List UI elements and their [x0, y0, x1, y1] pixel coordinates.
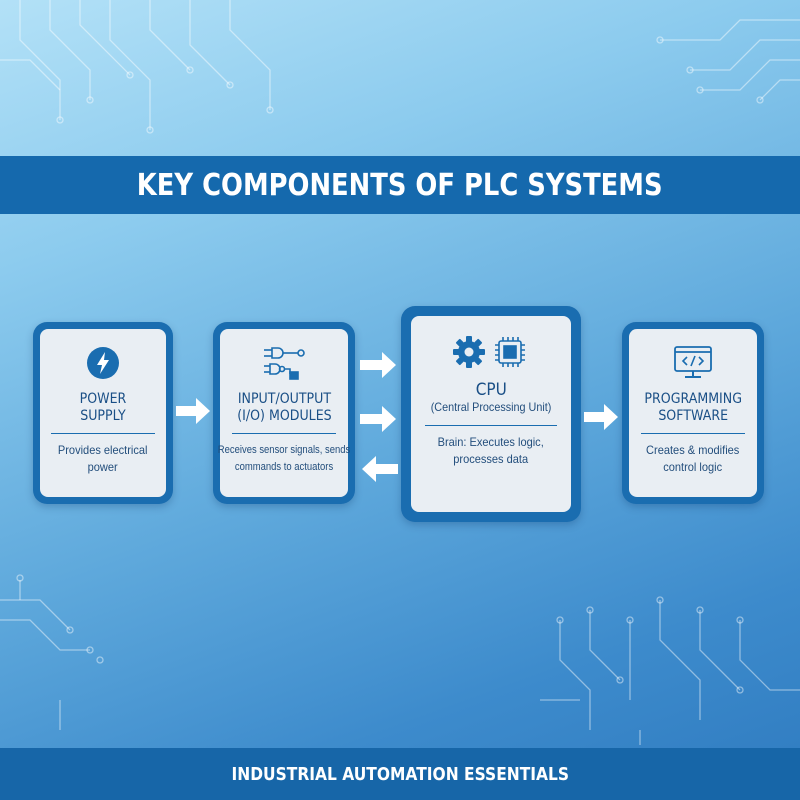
io-modules-card: INPUT/OUTPUT (I/O) MODULES Receives sens…: [213, 322, 355, 504]
io-modules-heading: INPUT/OUTPUT (I/O) MODULES: [237, 391, 331, 425]
title-banner: KEY COMPONENTS OF PLC SYSTEMS: [0, 156, 800, 214]
lightning-bolt-icon: [86, 345, 120, 381]
description-line: Provides electrical: [58, 443, 148, 457]
power-supply-heading: POWER SUPPLY: [80, 391, 127, 425]
arrow-right-icon: [360, 406, 396, 432]
power-supply-description: Provides electrical power: [55, 442, 152, 476]
circuit-traces-bottom-left: [0, 574, 104, 730]
cpu-description: Brain: Executes logic, processes data: [434, 434, 548, 468]
description-line: Receives sensor signals, sends: [217, 444, 351, 456]
cpu-card-body: CPU (Central Processing Unit) Brain: Exe…: [411, 316, 571, 512]
heading-line: POWER: [79, 391, 127, 407]
programming-software-card-body: PROGRAMMING SOFTWARE Creates & modifies …: [629, 329, 757, 497]
description-line: Creates & modifies: [646, 443, 740, 457]
arrow-left-icon: [362, 456, 398, 482]
heading-line: SOFTWARE: [658, 408, 728, 424]
cpu-heading: CPU: [475, 380, 507, 400]
monitor-code-icon: [672, 345, 714, 381]
page-title: KEY COMPONENTS OF PLC SYSTEMS: [137, 167, 663, 203]
programming-software-description: Creates & modifies control logic: [643, 442, 744, 476]
programming-software-card: PROGRAMMING SOFTWARE Creates & modifies …: [622, 322, 764, 504]
circuit-traces-top-left: [0, 0, 274, 134]
power-supply-card: POWER SUPPLY Provides electrical power: [33, 322, 173, 504]
arrow-right-icon: [584, 404, 618, 430]
description-line: processes data: [453, 452, 529, 466]
heading-line: SUPPLY: [80, 408, 126, 424]
io-modules-card-body: INPUT/OUTPUT (I/O) MODULES Receives sens…: [218, 329, 351, 497]
circuit-traces-top-right: [656, 19, 800, 104]
divider: [640, 433, 746, 434]
logic-gates-icon: [260, 345, 308, 381]
cpu-subheading: (Central Processing Unit): [430, 400, 552, 414]
chip-icon: [495, 337, 525, 367]
circuit-traces-bottom-right: [540, 596, 800, 745]
heading-line: INPUT/OUTPUT: [237, 391, 331, 407]
description-line: power: [87, 460, 119, 474]
description-line: commands to actuators: [234, 461, 334, 473]
heading-line: PROGRAMMING: [644, 391, 742, 407]
power-supply-card-body: POWER SUPPLY Provides electrical power: [40, 329, 166, 497]
footer-banner: INDUSTRIAL AUTOMATION ESSENTIALS: [0, 748, 800, 800]
divider: [51, 433, 155, 434]
divider: [231, 433, 337, 434]
io-modules-description: Receives sensor signals, sends commands …: [218, 442, 351, 476]
divider: [425, 425, 557, 426]
description-line: control logic: [663, 460, 723, 474]
footer-text: INDUSTRIAL AUTOMATION ESSENTIALS: [231, 763, 569, 785]
cpu-card: CPU (Central Processing Unit) Brain: Exe…: [401, 306, 581, 522]
arrow-right-icon: [360, 352, 396, 378]
heading-line: (I/O) MODULES: [236, 408, 332, 424]
programming-software-heading: PROGRAMMING SOFTWARE: [644, 391, 742, 425]
description-line: Brain: Executes logic,: [437, 435, 545, 449]
arrow-right-icon: [176, 398, 210, 424]
gear-and-chip-icon: [451, 334, 531, 370]
